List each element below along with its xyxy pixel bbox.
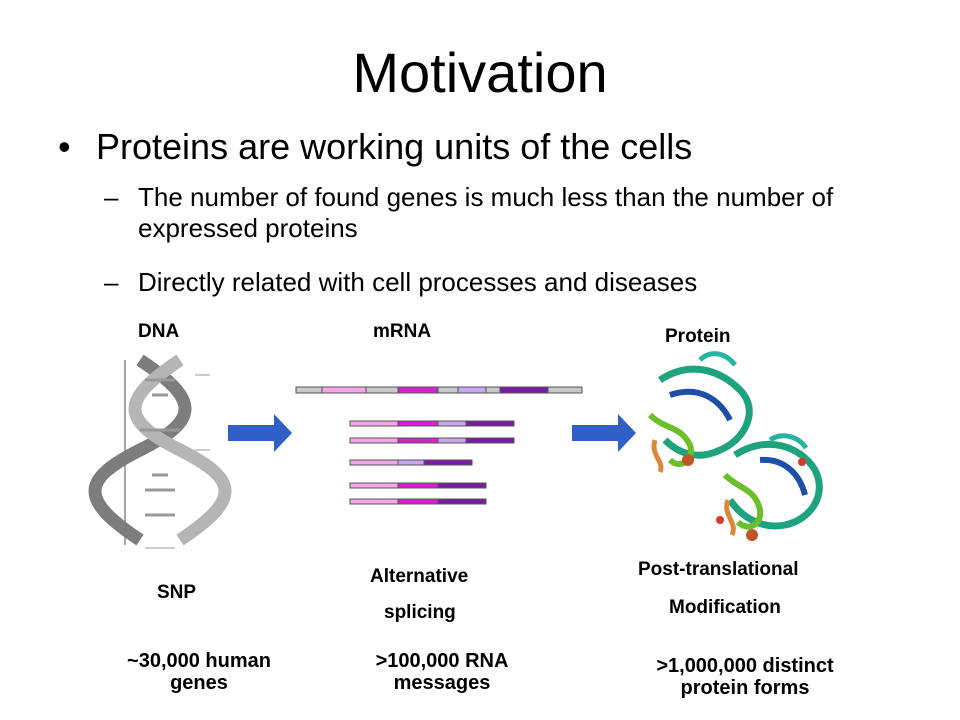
arrow-icon	[228, 414, 292, 452]
genes-count: ~30,000 human genes	[127, 650, 271, 694]
mrna-variant	[349, 459, 473, 466]
mrna-label: mRNA	[373, 321, 432, 342]
slide-title: Motivation	[352, 41, 608, 104]
dna-label: DNA	[138, 321, 180, 342]
main-bullet-text: Proteins are working units of the cells	[96, 126, 693, 167]
protein-structure-image	[647, 351, 823, 541]
ptm-label-line1: Post-translational	[638, 559, 799, 580]
dash-marker: –	[104, 267, 119, 297]
protein-count: >1,000,000 distinct protein forms	[656, 655, 834, 699]
dna-helix-image	[88, 354, 232, 549]
mrna-variant	[349, 437, 515, 444]
protein-label: Protein	[665, 326, 731, 347]
snp-label: SNP	[157, 582, 197, 603]
splicing-label-line2: splicing	[384, 602, 456, 623]
rna-count: >100,000 RNA messages	[375, 650, 509, 694]
mrna-variant	[349, 482, 487, 489]
dash-marker: –	[104, 182, 119, 212]
sub-bullet-text: Directly related with cell processes and…	[138, 267, 698, 297]
mrna-variant	[349, 420, 515, 427]
mrna-variant	[349, 498, 487, 505]
bullet-marker: •	[58, 126, 71, 167]
sub-bullet-text: The number of found genes is much less t…	[138, 182, 834, 243]
arrow-icon	[572, 414, 636, 452]
pre-mrna-strand	[295, 386, 583, 394]
ptm-label-line2: Modification	[669, 597, 781, 618]
splicing-label-line1: Alternative	[370, 566, 469, 587]
